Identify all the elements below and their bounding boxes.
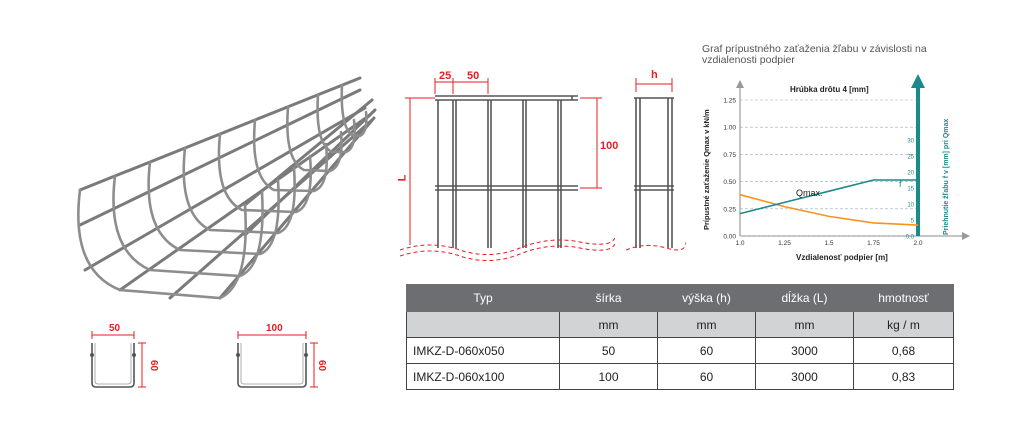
- end-view-drawing: [626, 78, 686, 251]
- table-row: IMKZ-D-060x050 50 60 3000 0,68: [406, 337, 954, 364]
- dim-25-label: 25: [439, 70, 452, 82]
- cs2-height-label: 60: [316, 359, 328, 372]
- y-axis-right-label: Priehnutie žľabu f v [mm] pri Qmax: [943, 119, 950, 235]
- col-header-weight: hmotnosť: [853, 284, 954, 312]
- cs2-width-label: 100: [266, 323, 283, 334]
- table-cell: 100: [559, 363, 658, 390]
- dim-h-label: h: [651, 69, 658, 81]
- series-line-qmax: [739, 193, 919, 226]
- table-cell: IMKZ-D-060x100: [406, 363, 560, 390]
- units-row: mm mm mm kg / m: [406, 311, 954, 338]
- unit-cell: [406, 311, 560, 338]
- y-tick-label: 1.00: [723, 125, 736, 132]
- y2-tick-label: 30: [907, 139, 914, 145]
- y-tick-label: 0.25: [723, 206, 736, 213]
- chart-subtitle: Hrúbka drôtu 4 [mm]: [790, 85, 869, 94]
- cable-tray-illustration: [77, 76, 377, 300]
- x-axis-arrow: [962, 232, 970, 240]
- y-tick-label: 1.25: [723, 98, 736, 105]
- table-cell: 60: [657, 363, 756, 390]
- side-view-drawing: [400, 78, 615, 261]
- series-line-f: [739, 179, 918, 215]
- y-tick-label: 0.00: [723, 234, 736, 241]
- x-tick-label: 2.0: [913, 240, 922, 247]
- y2-tick-label: 10: [907, 203, 914, 209]
- table-header-row: Typ šírka výška (h) dĺžka (L) hmotnosť: [406, 284, 954, 312]
- y2-tick-label: 20: [907, 171, 914, 177]
- table-cell: 60: [657, 337, 756, 364]
- x-tick-label: 1.0: [735, 240, 744, 247]
- col-header-width: šírka: [559, 284, 658, 312]
- unit-cell: mm: [755, 311, 854, 338]
- x-axis-label: Vzdialenosť podpier [m]: [796, 253, 888, 262]
- unit-cell: mm: [657, 311, 756, 338]
- y2-tick-label: 25: [907, 155, 914, 161]
- x-tick-label: 1.25: [778, 240, 791, 247]
- y2-tick-label: 5: [911, 219, 915, 225]
- chart-title: Graf prípustného zaťaženia žľabu v závis…: [702, 43, 927, 66]
- x-tick-label: 1.75: [867, 240, 880, 247]
- x-tick-label: 1.5: [824, 240, 833, 247]
- cs1-height-label: 60: [148, 359, 160, 372]
- product-table: Typ šírka výška (h) dĺžka (L) hmotnosť m…: [406, 284, 954, 390]
- table-cell: IMKZ-D-060x050: [406, 337, 560, 364]
- col-header-height: výška (h): [657, 284, 756, 312]
- y-axis-left-arrow: [736, 80, 744, 88]
- table-cell: 0,68: [853, 337, 954, 364]
- col-header-type: Typ: [406, 284, 560, 312]
- table-cell: 50: [559, 337, 658, 364]
- load-chart: 1.251.000.750.500.250.00 302520151050.0 …: [702, 74, 970, 262]
- y-tick-label: 0.75: [723, 152, 736, 159]
- table-cell: 3000: [755, 337, 854, 364]
- table-cell: 3000: [755, 363, 854, 390]
- unit-cell: kg / m: [853, 311, 954, 338]
- col-header-length: dĺžka (L): [755, 284, 854, 312]
- dim-L-label: L: [396, 174, 409, 182]
- y-axis-right-arrow: [911, 74, 925, 88]
- y-tick-label: 0.50: [723, 179, 736, 186]
- unit-cell: mm: [559, 311, 658, 338]
- qmax-series-label: Qmax.: [796, 188, 823, 198]
- cs1-width-label: 50: [109, 323, 121, 334]
- cross-section-50: [90, 331, 146, 388]
- table-row: IMKZ-D-060x100 100 60 3000 0,83: [406, 363, 954, 390]
- table-cell: 0,83: [853, 363, 954, 390]
- y2-tick-label: 15: [907, 187, 914, 193]
- dim-100-label: 100: [600, 140, 619, 152]
- y2-tick-label: 0.0: [906, 235, 915, 241]
- y-axis-left-label: Prípustné zaťaženie Qmax v kN/m: [702, 109, 711, 230]
- dim-50-label: 50: [467, 70, 480, 82]
- cross-section-100: [236, 331, 318, 388]
- f-series-label: f: [899, 179, 902, 189]
